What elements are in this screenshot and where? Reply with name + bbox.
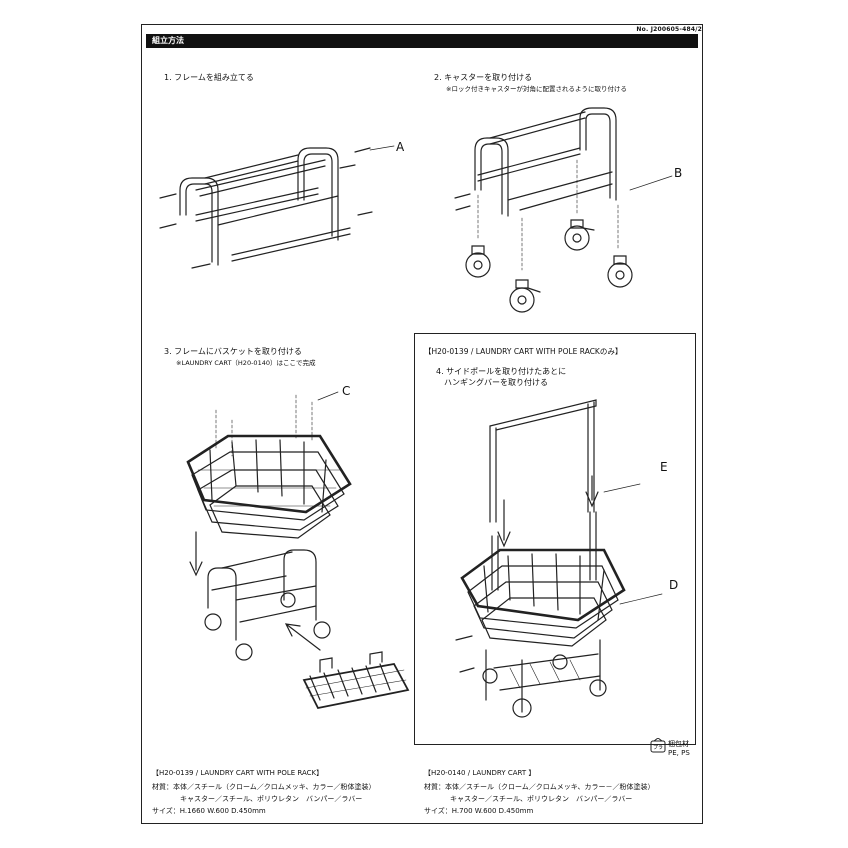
pole-rack-section-header: 【H20-0139 / LAUNDRY CART WITH POLE RACKの… <box>424 347 623 356</box>
step-3-basket-drawing <box>186 391 410 710</box>
step-4-title-line1: 4. サイドポールを取り付けたあとに <box>436 367 567 376</box>
spec-left-title: 【H20-0139 / LAUNDRY CART WITH POLE RACK】 <box>152 769 324 777</box>
step-3-title: 3. フレームにバスケットを取り付ける <box>164 347 302 356</box>
section-title: 組立方法 <box>152 36 184 45</box>
part-label-d: D <box>669 578 679 592</box>
spec-left-material: 材質：本体／スチール（クローム／クロムメッキ、カラー／粉体塗装） <box>152 783 376 791</box>
spec-left-size: サイズ：H.1660 W.600 D.450mm <box>152 807 266 815</box>
packaging-material-note: 梱包材 PE, PS <box>668 740 690 758</box>
part-label-c: C <box>342 384 351 398</box>
spec-right-size: サイズ：H.700 W.600 D.450mm <box>424 807 534 815</box>
spec-right-caster: キャスター／スチール、ポリウレタン バンパー／ラバー <box>450 795 633 803</box>
spec-right-material: 材質：本体／スチール（クローム／クロムメッキ、カラー－／粉体塗装） <box>424 783 655 791</box>
packaging-materials: PE, PS <box>668 749 690 757</box>
spec-right-title: 【H20-0140 / LAUNDRY CART 】 <box>424 769 536 777</box>
step-2-note: ※ロック付きキャスターが対角に配置されるように取り付ける <box>446 85 627 93</box>
plastic-recycle-icon: プラ <box>650 738 666 753</box>
svg-text:プラ: プラ <box>653 745 663 751</box>
packaging-label: 梱包材 <box>668 740 689 748</box>
spec-left-caster: キャスター／スチール、ポリウレタン バンパー／ラバー <box>180 795 363 803</box>
pole-rack-section-box <box>414 333 696 745</box>
step-2-caster-drawing <box>454 107 673 313</box>
step-1-frame-drawing <box>159 145 395 269</box>
step-2-title: 2. キャスターを取り付ける <box>434 73 533 82</box>
step-4-pole-rack-drawing <box>455 399 663 718</box>
step-3-note: ※LAUNDRY CART（H20-0140）はここで完成 <box>176 359 316 367</box>
step-4-title-line2: ハンギングバーを取り付ける <box>444 378 548 387</box>
document-number: No. J200605-484/2 <box>636 26 702 33</box>
part-label-a: A <box>396 140 405 154</box>
part-label-e: E <box>660 460 668 474</box>
part-label-b: B <box>674 166 683 180</box>
header-bar <box>146 34 698 48</box>
step-1-title: 1. フレームを組み立てる <box>164 73 254 82</box>
page-frame <box>141 24 703 824</box>
